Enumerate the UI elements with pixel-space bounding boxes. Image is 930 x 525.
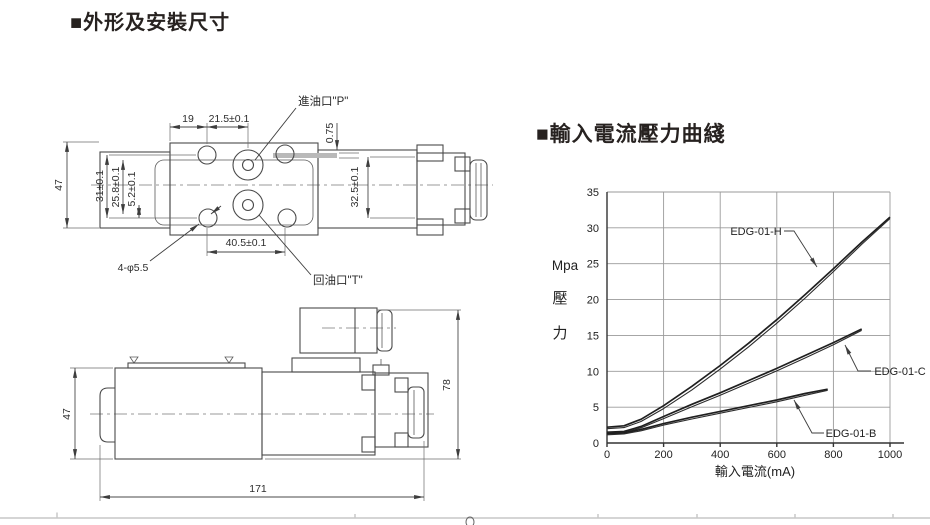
dim-25-8: 25.8±0.1 [110, 166, 122, 207]
svg-text:800: 800 [824, 449, 842, 461]
side-view-dimensions: 47 78 171 [61, 309, 461, 501]
mounting-hole [198, 208, 218, 228]
svg-text:200: 200 [654, 449, 672, 461]
x-axis-label: 輸入電流(mA) [715, 464, 795, 479]
cutoff-circle-glyph [465, 516, 475, 525]
valve-main-body [114, 367, 263, 460]
chart-axis-titles: Mpa 壓 力 輸入電流(mA) [552, 258, 795, 479]
curve-return-EDG-01-C [606, 329, 862, 434]
svg-text:15: 15 [587, 330, 599, 342]
curve-EDG-01-B [606, 388, 828, 435]
inlet-port-label: 進油口"P" [298, 94, 348, 108]
curve-return-EDG-01-H [606, 218, 891, 430]
pressure-current-chart: 0 200 400 600 800 1000 0 5 10 15 20 25 30 35 Mpa 壓 力 … [552, 187, 926, 479]
dim-31: 31±0.1 [94, 170, 106, 202]
mounting-hole [277, 208, 297, 228]
valve-side-view-drawing: 47 78 171 [61, 307, 461, 501]
outlet-port-label: 回油口"T" [313, 273, 363, 287]
top-view-dimensions: 19 21.5±0.1 0.75 47 31±0.1 25.8±0.1 5.2±… [53, 113, 415, 256]
chart-series-labels: EDG-01-H EDG-01-C EDG-01-B [730, 226, 925, 440]
dim-47-top: 47 [53, 179, 65, 191]
dim-78: 78 [441, 379, 453, 391]
dim-19: 19 [182, 113, 194, 125]
side-view-body [90, 307, 434, 460]
connector-box [299, 307, 378, 354]
svg-text:600: 600 [768, 449, 786, 461]
svg-text:10: 10 [587, 366, 599, 378]
svg-text:35: 35 [587, 187, 599, 199]
svg-text:30: 30 [587, 223, 599, 235]
y-axis-char-1: 壓 [552, 290, 567, 307]
mounting-hole [197, 145, 217, 165]
page-bottom-edge [0, 512, 930, 525]
dim-32-5: 32.5±0.1 [349, 166, 361, 207]
curve-EDG-01-H [606, 216, 891, 429]
svg-text:1000: 1000 [878, 449, 902, 461]
chart-tick-labels: 0 200 400 600 800 1000 0 5 10 15 20 25 30 35 [587, 187, 902, 461]
svg-text:5: 5 [593, 402, 599, 414]
dim-0-75: 0.75 [324, 123, 336, 144]
chart-grid [606, 191, 904, 447]
mounting-hole [275, 144, 295, 164]
gasket-step-strip [273, 153, 337, 158]
valve-top-view-drawing: 19 21.5±0.1 0.75 47 31±0.1 25.8±0.1 5.2±… [53, 94, 493, 287]
series-label-b: EDG-01-B [826, 428, 877, 440]
solenoid-tube [374, 372, 429, 448]
chart-curves [606, 216, 891, 436]
svg-text:400: 400 [711, 449, 729, 461]
svg-text:20: 20 [587, 295, 599, 307]
dim-47-side: 47 [61, 408, 73, 420]
dim-171: 171 [249, 483, 267, 495]
svg-text:25: 25 [587, 259, 599, 271]
section-title-curve: ■輸入電流壓力曲綫 [536, 123, 726, 146]
top-view-body [91, 142, 493, 236]
series-label-c: EDG-01-C [874, 366, 925, 378]
svg-text:0: 0 [593, 438, 599, 450]
y-axis-char-2: 力 [552, 325, 567, 342]
mounting-holes-label: 4-φ5.5 [118, 262, 149, 274]
svg-text:0: 0 [604, 449, 610, 461]
dim-40-5: 40.5±0.1 [226, 237, 267, 249]
dim-5-2: 5.2±0.1 [126, 171, 138, 206]
port-p-hole [232, 149, 264, 181]
dim-21-5: 21.5±0.1 [209, 113, 250, 125]
series-label-h: EDG-01-H [730, 226, 781, 238]
y-axis-unit: Mpa [552, 258, 579, 273]
port-t-hole [232, 189, 264, 221]
section-title-dimensions: ■外形及安裝尺寸 [70, 12, 231, 34]
curve-EDG-01-C [606, 328, 863, 434]
curve-return-EDG-01-B [606, 389, 828, 436]
top-view-labels: 進油口"P" 4-φ5.5 回油口"T" [118, 94, 363, 287]
